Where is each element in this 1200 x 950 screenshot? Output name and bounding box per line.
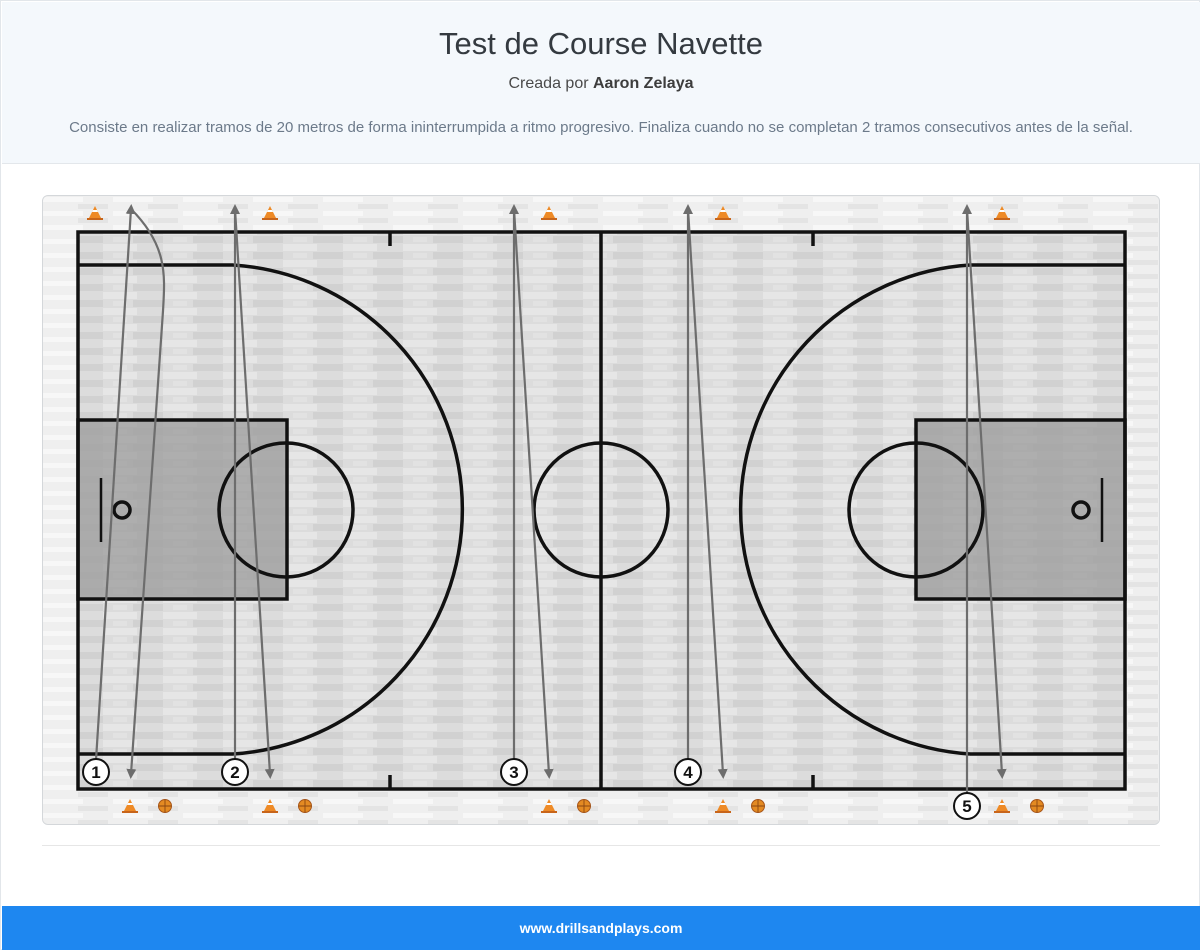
site-footer: www.drillsandplays.com [2,906,1200,950]
ball-icon [158,799,172,813]
player-icon: 4 [674,758,702,786]
arrow-icon [126,208,166,779]
player-icon: 3 [500,758,528,786]
player-1-label: 1 [91,763,100,782]
right-paint [916,420,1125,599]
court-lines [76,230,1127,791]
ball-icon [298,799,312,813]
player-5-label: 5 [962,797,971,816]
arrow-icon [686,208,728,779]
divider [42,845,1160,846]
arrow-icon [233,208,275,779]
ball-icon [577,799,591,813]
court-svg: 1 2 3 4 5 [43,196,1159,824]
player-2-label: 2 [230,763,239,782]
court-diagram: 1 2 3 4 5 [42,195,1160,825]
drill-description: Consiste en realizar tramos de 20 metros… [69,119,1133,136]
arrow-icon [94,204,136,761]
player-icon: 2 [221,758,249,786]
left-paint [78,420,287,599]
footer-site-link[interactable]: www.drillsandplays.com [519,920,683,936]
player-3-label: 3 [509,763,518,782]
players: 1 2 3 4 5 [82,758,981,820]
ball-icon [751,799,765,813]
author-byline: Creada por Aaron Zelaya [2,75,1200,93]
running-paths [94,204,1007,794]
arrow-icon [512,208,554,779]
arrow-icon [965,208,1007,779]
author-name: Aaron Zelaya [593,75,694,92]
ball-icon [1030,799,1044,813]
page-title: Test de Course Navette [439,26,763,61]
player-icon: 1 [82,758,110,786]
drill-header: Test de Course Navette Creada por Aaron … [2,2,1200,164]
player-icon: 5 [953,792,981,820]
created-by-label: Creada por [508,75,589,92]
player-4-label: 4 [683,763,693,782]
